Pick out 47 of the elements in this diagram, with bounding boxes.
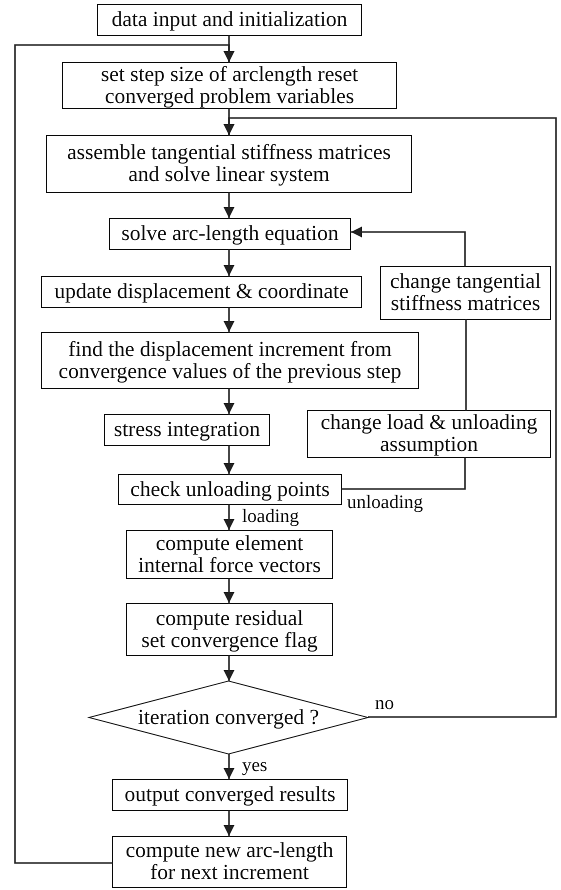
arrow — [224, 446, 234, 474]
node-text: compute residual set convergence flag — [140, 608, 319, 652]
node-text: output converged results — [124, 784, 336, 806]
node-text: update displacement & coordinate — [54, 281, 349, 303]
process-box — [46, 135, 412, 193]
process-box — [112, 779, 348, 811]
process-box — [126, 530, 333, 579]
arrow — [351, 226, 466, 266]
arrow — [224, 193, 234, 218]
arrow — [224, 579, 234, 603]
process-box — [109, 218, 351, 250]
process-box — [104, 414, 270, 446]
decision-diamond — [89, 681, 368, 754]
node-text: solve arc-length equation — [121, 223, 339, 245]
arrow — [224, 308, 234, 332]
arrow — [224, 656, 234, 681]
node-text: stress integration — [114, 419, 260, 441]
node-text: change load & unloading assumption — [320, 412, 538, 456]
edge-label: unloading — [346, 493, 424, 512]
arrow — [224, 389, 234, 414]
connector-line — [465, 320, 467, 410]
arrow — [224, 811, 234, 836]
node-text: compute element internal force vectors — [137, 532, 322, 576]
node-text: iteration converged ? — [138, 706, 320, 728]
process-box — [41, 332, 419, 389]
process-box — [97, 4, 362, 36]
arrow — [224, 754, 234, 779]
arrow — [224, 117, 557, 718]
node-text: compute new arc-length for next increment — [124, 840, 334, 884]
node-text: data input and initialization — [112, 9, 348, 31]
process-box — [307, 410, 551, 458]
node-text: assemble tangential stiffness matrices and solve linear system — [66, 142, 392, 186]
process-box — [112, 836, 347, 888]
arrow — [14, 44, 234, 864]
process-box — [118, 474, 342, 505]
edge-label: loading — [241, 507, 300, 526]
process-box — [380, 266, 551, 320]
process-box — [126, 603, 333, 656]
node-text: set step size of arclength reset converged problem variables — [100, 64, 360, 108]
process-box — [62, 62, 397, 109]
node-text: check unloading points — [130, 478, 330, 500]
arrow — [224, 505, 234, 530]
connector-line — [342, 458, 466, 490]
node-text: change tangential stiffness matrices — [388, 271, 542, 315]
process-box — [41, 276, 362, 308]
node-text: find the displacement increment from convergence values of the previous step — [58, 338, 402, 382]
arrow — [224, 250, 234, 276]
